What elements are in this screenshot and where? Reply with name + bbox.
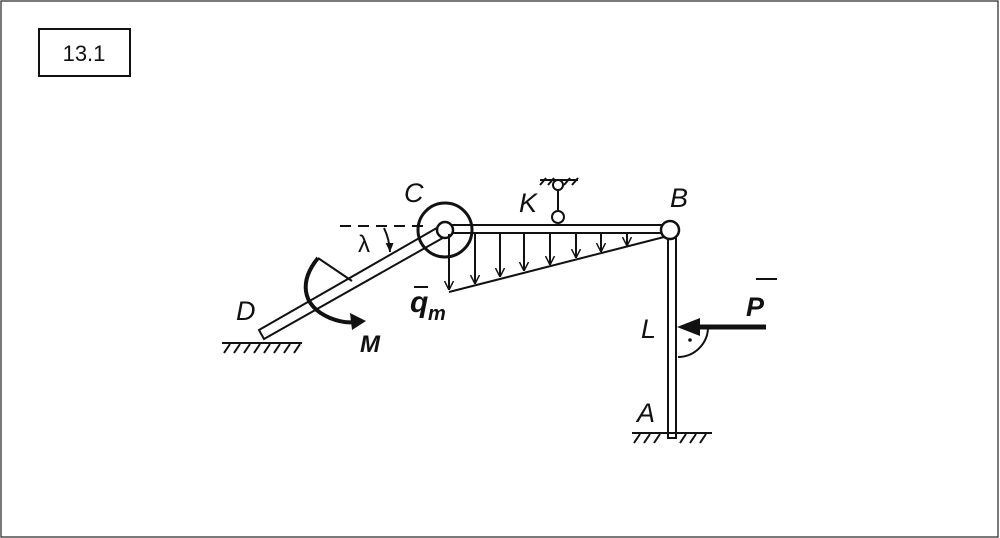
moment-M <box>303 256 366 330</box>
label-L: L <box>641 314 656 344</box>
label-D: D <box>236 296 256 326</box>
label-q: q <box>410 286 428 319</box>
label-M: M <box>360 331 381 358</box>
label-B: B <box>670 183 688 213</box>
column-BA <box>667 237 677 439</box>
support-K <box>539 177 579 224</box>
label-P: P <box>746 292 765 322</box>
label-K: K <box>519 188 538 218</box>
angle-lambda-arc <box>383 227 394 253</box>
label-A: A <box>635 398 655 428</box>
problem-number: 13.1 <box>63 41 106 66</box>
hinge-B <box>659 219 681 241</box>
problem-number-box: 13.1 <box>38 28 131 77</box>
ground-support-D <box>222 342 302 354</box>
force-P <box>677 318 766 358</box>
ground-support-A <box>632 432 712 444</box>
label-C: C <box>404 178 424 208</box>
distributed-load <box>449 234 669 293</box>
label-q-subscript: m <box>428 303 446 325</box>
right-angle-mark <box>677 326 709 358</box>
beam-CB <box>444 224 668 234</box>
label-lambda: λ <box>358 231 370 258</box>
